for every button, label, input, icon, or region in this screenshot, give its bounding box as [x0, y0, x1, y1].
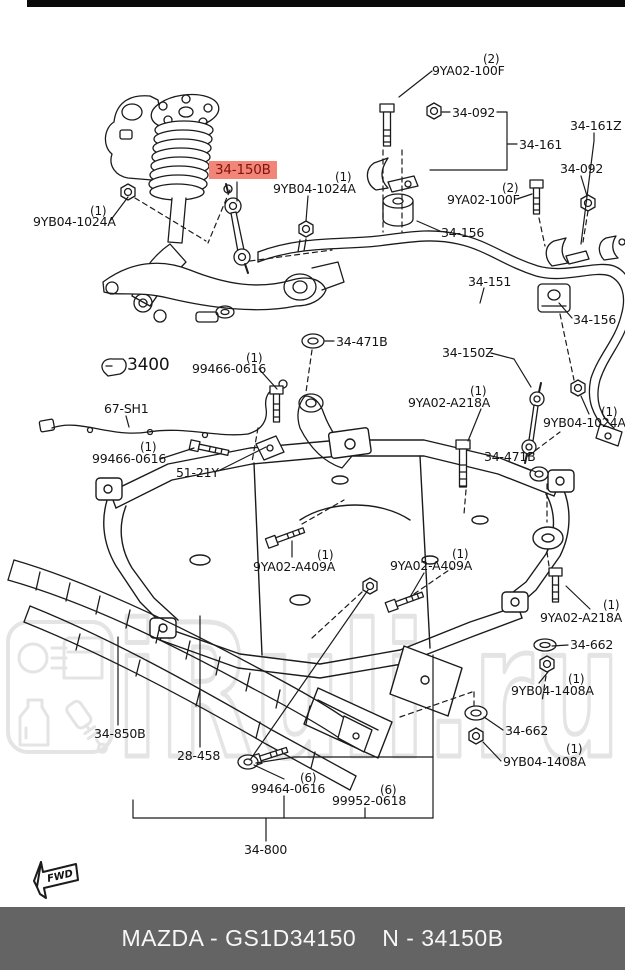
stabilizer-clamp-34-161Z	[545, 235, 625, 267]
stabilizer-link-34-150B	[223, 183, 251, 274]
crossmember-28-458	[23, 605, 357, 791]
washer-34-662-lower	[464, 705, 488, 721]
leader-lines	[109, 70, 595, 842]
car-door-icon	[62, 636, 104, 680]
footer-bar: MAZDA - GS1D34150 N - 34150B	[0, 907, 625, 970]
stabilizer-bar	[257, 230, 625, 447]
front-subframe	[95, 427, 575, 759]
bolt-99466-0616-lower	[188, 439, 230, 456]
nut-34-092-rear	[580, 194, 596, 212]
watermark: iRuli.ru	[6, 584, 624, 803]
footer-part-number: N - 34150B	[382, 925, 504, 951]
washer-34-662-upper	[533, 638, 557, 652]
exploded-diagram-artwork: iRuli.ru	[6, 70, 625, 899]
headlight-icon	[17, 642, 49, 674]
bolt-9YA02-A409A-left	[264, 527, 306, 549]
nut-9YB04-1408A-upper	[539, 655, 555, 673]
bolt-9YA02-100F-front	[379, 103, 395, 147]
oil-can-icon	[18, 698, 50, 747]
bolt-9YA02-A218A-upper	[455, 439, 471, 488]
stabilizer-bushing-34-156-rear	[537, 283, 571, 313]
nut-9YB04-1024A-left	[120, 183, 136, 201]
bolt-9YA02-A218A-lower	[548, 567, 563, 603]
nut-hardware	[120, 102, 596, 745]
lower-control-arm	[102, 261, 345, 323]
stabilizer-link-34-150Z	[521, 382, 545, 464]
part-3400-icon	[101, 358, 127, 377]
nut-9YB04-1024A-right	[570, 379, 586, 397]
nut-9YB04-1024A-mid	[298, 220, 314, 238]
bolt-9YA02-A409A-right	[384, 591, 425, 613]
bolt-hardware	[188, 103, 563, 767]
top-crop-bar	[27, 0, 625, 7]
nut-34-092-front	[426, 102, 442, 120]
stabilizer-bushing-34-156-front	[382, 193, 414, 227]
stabilizer-clamp-34-161	[366, 157, 419, 193]
shock-absorber-icon	[65, 699, 108, 754]
watermark-text: iRuli.ru	[116, 586, 621, 800]
crossmember-34-850B	[7, 559, 373, 753]
fwd-arrow: FWD	[33, 861, 79, 899]
assembly-dashed-lines	[134, 149, 589, 718]
bolt-9YA02-100F-rear	[529, 179, 544, 215]
washer-34-471B-front	[301, 333, 325, 349]
watermark-card	[6, 620, 114, 754]
bolt-99466-0616-upper	[269, 385, 284, 423]
washer-34-471B-rear	[529, 466, 549, 482]
nut-9YA02-A409A	[362, 577, 378, 595]
washer-99464	[237, 754, 259, 770]
nut-9YB04-1408A-lower	[468, 727, 484, 745]
footer-oem-number: MAZDA - GS1D34150	[121, 925, 357, 951]
washer-hardware	[237, 333, 557, 770]
